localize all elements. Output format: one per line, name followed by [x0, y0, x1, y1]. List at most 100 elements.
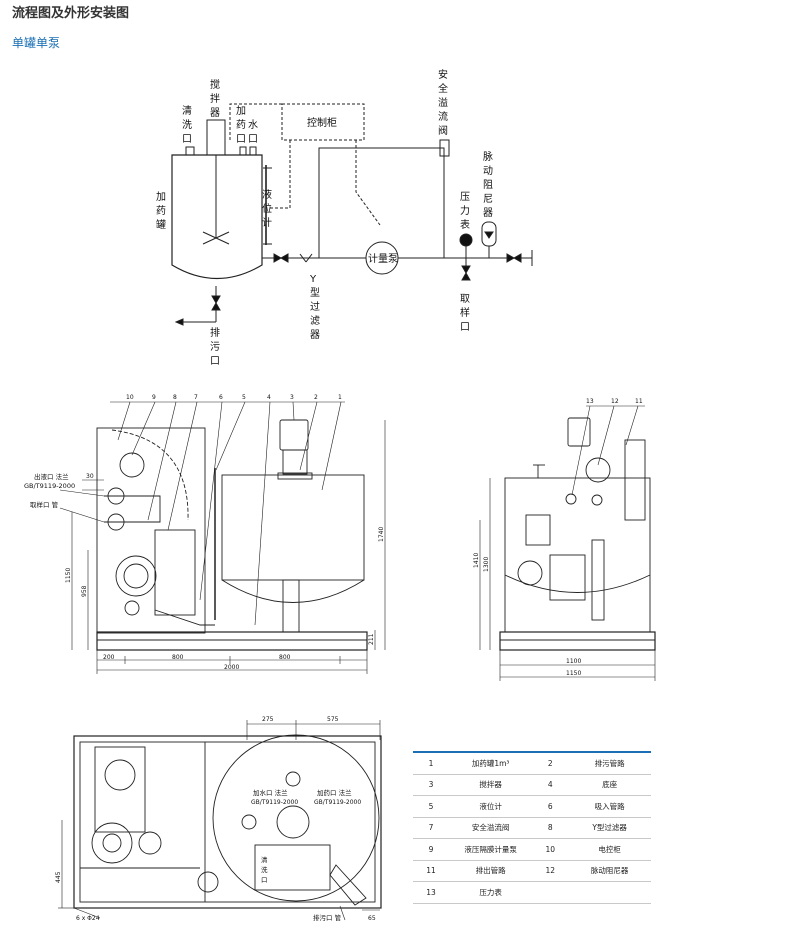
- legend-number: 2: [532, 752, 569, 775]
- svg-text:流: 流: [438, 110, 448, 123]
- water-port-label: 水 口: [248, 119, 258, 145]
- svg-text:Y: Y: [309, 274, 317, 285]
- legend-number: 11: [413, 860, 449, 882]
- svg-text:3: 3: [290, 394, 294, 401]
- control-cabinet-label: 控制柜: [307, 116, 337, 129]
- dim-1150-side: 1150: [566, 670, 581, 677]
- svg-text:清: 清: [182, 104, 192, 117]
- svg-text:洗: 洗: [261, 865, 268, 874]
- legend-part-name: Y型过滤器: [568, 817, 651, 839]
- side-view: 13 12 11 1410 1300 1100 1150: [473, 398, 656, 681]
- section-subtitle[interactable]: 单罐单泵: [12, 36, 61, 50]
- svg-text:安: 安: [438, 68, 448, 81]
- svg-text:4: 4: [267, 394, 271, 401]
- dosing-tank-shape: [171, 154, 263, 280]
- legend-number: 10: [532, 838, 569, 861]
- sampling-port-label: 取 样 口: [460, 293, 470, 333]
- dim-211: 211: [368, 633, 375, 645]
- legend-number: 1: [413, 752, 449, 775]
- svg-text:器: 器: [210, 107, 220, 119]
- legend-part-name: 安全溢流阀: [449, 817, 533, 839]
- svg-text:药: 药: [236, 119, 246, 131]
- svg-text:加: 加: [156, 191, 166, 203]
- svg-text:13: 13: [586, 398, 594, 405]
- metering-pump-label: 计量泵: [368, 252, 398, 265]
- svg-text:尼: 尼: [483, 193, 493, 205]
- svg-text:液: 液: [262, 188, 272, 201]
- legend-number: 6: [532, 795, 569, 818]
- svg-text:口: 口: [182, 134, 192, 145]
- outlet-flange-label: 出液口 法兰: [34, 472, 69, 481]
- svg-text:阀: 阀: [438, 124, 448, 137]
- svg-text:取: 取: [460, 293, 470, 305]
- svg-text:药: 药: [156, 205, 166, 217]
- dim-1100: 1100: [566, 658, 581, 665]
- svg-text:污: 污: [210, 341, 220, 353]
- flow-diagram: 搅 拌 器 清 洗 口 加 药 口 水 口 加 药 罐: [156, 68, 533, 367]
- legend-part-name: 液位计: [449, 795, 533, 818]
- legend-number: 9: [413, 838, 449, 861]
- svg-text:溢: 溢: [438, 96, 448, 109]
- svg-text:脉: 脉: [483, 150, 493, 163]
- side-callouts: 13 12 11: [586, 398, 643, 405]
- svg-text:搅: 搅: [210, 78, 220, 91]
- legend-part-name: 液压隔膜计量泵: [449, 838, 533, 861]
- dim-200: 200: [103, 654, 115, 661]
- legend-part-name: 吸入管路: [568, 795, 651, 818]
- legend-part-name: 压力表: [449, 881, 533, 904]
- svg-text:过: 过: [310, 300, 320, 313]
- legend-part-name: 排出管路: [449, 860, 533, 882]
- svg-text:口: 口: [248, 134, 258, 145]
- legend-part-name: 排污管路: [568, 752, 651, 775]
- legend-part-name: 加药罐1m³: [449, 752, 533, 775]
- drain-pipe-label: 排污口 管: [313, 913, 342, 922]
- svg-text:7: 7: [194, 394, 198, 401]
- dim-1150: 1150: [65, 568, 72, 583]
- pressure-gauge-dot: [459, 233, 473, 247]
- svg-text:表: 表: [460, 218, 470, 231]
- svg-text:9: 9: [152, 394, 156, 401]
- drain-port-label: 排 污 口: [210, 326, 220, 367]
- dim-800-left: 800: [172, 654, 184, 661]
- svg-text:加: 加: [236, 105, 246, 117]
- svg-text:清: 清: [261, 855, 268, 864]
- svg-text:器: 器: [483, 207, 493, 219]
- svg-text:器: 器: [310, 329, 320, 341]
- svg-text:口: 口: [236, 134, 246, 145]
- svg-text:力: 力: [460, 204, 470, 217]
- svg-text:阻: 阻: [483, 179, 493, 191]
- legend-part-name: 搅拌器: [449, 774, 533, 796]
- dim-575: 575: [327, 716, 339, 723]
- svg-text:5: 5: [242, 394, 246, 401]
- dosing-port-label: 加 药 口: [236, 105, 246, 145]
- stirrer-label: 搅 拌 器: [210, 78, 220, 119]
- svg-text:10: 10: [126, 394, 134, 401]
- legend-part-name: [568, 881, 651, 904]
- safety-valve-label: 安 全 溢 流 阀: [438, 68, 448, 137]
- legend-number: 5: [413, 795, 449, 818]
- legend-number: 13: [413, 881, 449, 904]
- dim-800-right: 800: [279, 654, 291, 661]
- sampling-pipe-label: 取样口 管: [30, 500, 59, 509]
- legend-number: 12: [532, 860, 569, 882]
- y-filter-label: Y 型 过 滤 器: [309, 274, 320, 341]
- front-view: 10 9 8 7 6 5 4 3 2 1 30 出液口 法兰 GB/T9119-…: [24, 394, 386, 674]
- dim-30: 30: [86, 473, 94, 480]
- dosing-flange-label: 加药口 法兰: [317, 788, 352, 797]
- legend-number: 4: [532, 774, 569, 796]
- dim-2000: 2000: [224, 664, 239, 671]
- svg-text:口: 口: [460, 322, 470, 333]
- svg-text:8: 8: [173, 394, 177, 401]
- legend-part-name: 底座: [568, 774, 651, 796]
- control-cabinet-box: [281, 103, 365, 141]
- svg-text:口: 口: [261, 876, 268, 884]
- page-title: 流程图及外形安装图: [12, 6, 130, 21]
- dim-1410: 1410: [473, 553, 480, 568]
